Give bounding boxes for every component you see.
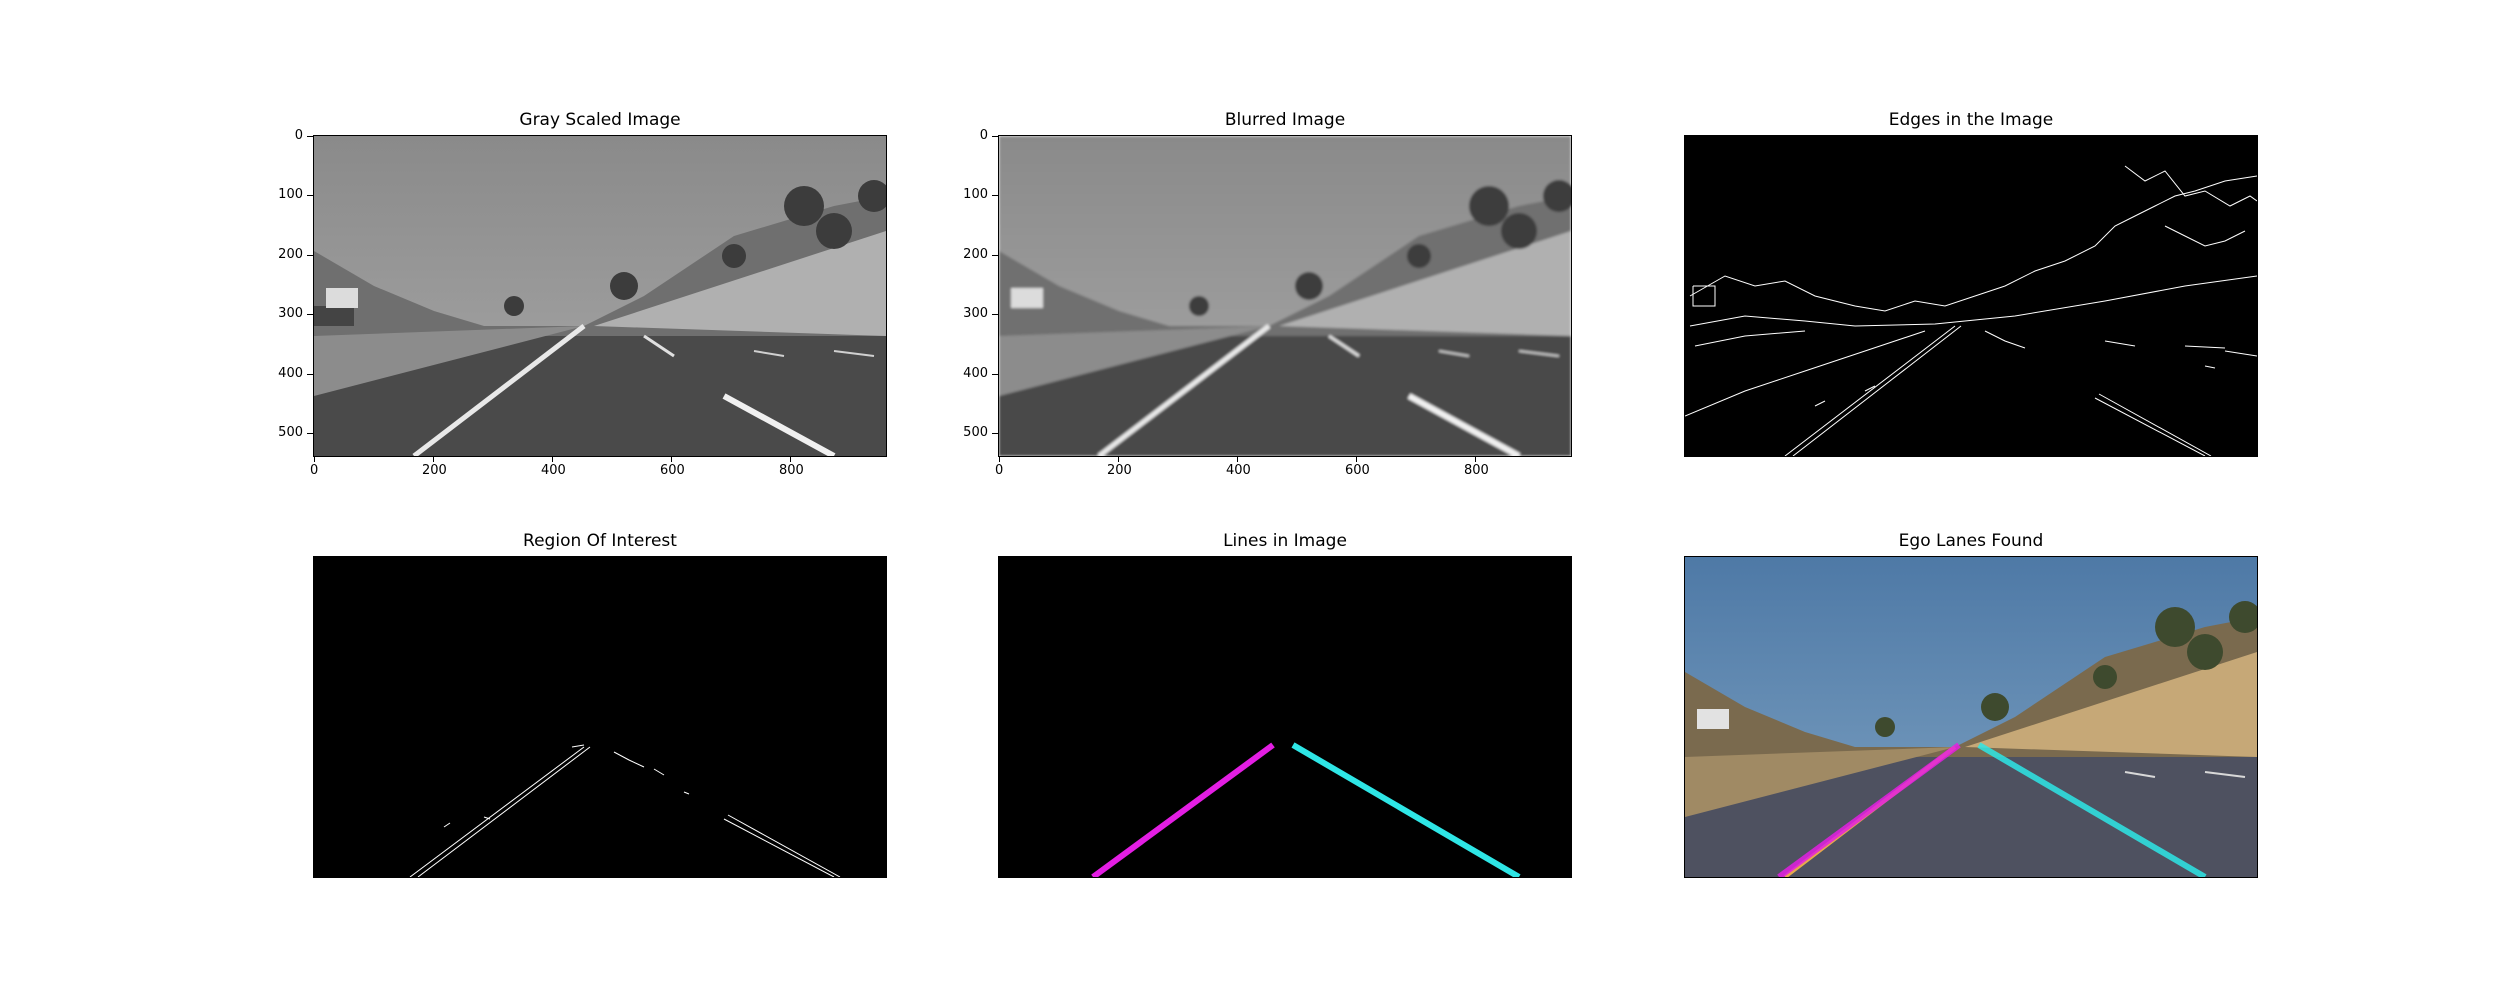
left-lane-overlay <box>1777 742 1961 877</box>
x-tick-label: 800 <box>1464 463 1489 478</box>
lines-image <box>999 557 1571 877</box>
x-tick-label: 0 <box>310 463 319 478</box>
y-tick <box>992 136 998 137</box>
ego-lanes-image <box>1685 557 2257 877</box>
panel-title-blurred: Blurred Image <box>1224 110 1346 130</box>
x-tick <box>671 456 672 462</box>
gray-image <box>314 136 886 456</box>
x-tick-label: 0 <box>995 463 1004 478</box>
y-tick-label: 200 <box>278 247 303 262</box>
x-tick <box>552 456 553 462</box>
y-tick-label: 400 <box>963 366 988 381</box>
right-lane-overlay <box>1977 742 2207 877</box>
y-tick <box>307 314 313 315</box>
x-tick <box>1475 456 1476 462</box>
panel-title-roi: Region Of Interest <box>523 531 677 551</box>
panel-title-ego: Ego Lanes Found <box>1898 531 2044 551</box>
roi-image-panel <box>313 556 887 878</box>
y-tick <box>307 433 313 434</box>
x-tick <box>790 456 791 462</box>
y-tick-label: 300 <box>963 306 988 321</box>
y-tick <box>992 314 998 315</box>
y-tick-label: 400 <box>278 366 303 381</box>
ego-lanes-panel <box>1684 556 2258 878</box>
y-tick-label: 500 <box>963 425 988 440</box>
y-tick-label: 0 <box>979 128 988 143</box>
y-tick-label: 300 <box>278 306 303 321</box>
blurred-image <box>999 136 1571 456</box>
y-tick-label: 100 <box>278 187 303 202</box>
y-tick-label: 100 <box>963 187 988 202</box>
x-tick <box>999 456 1000 462</box>
x-tick <box>1237 456 1238 462</box>
x-tick-label: 200 <box>422 463 447 478</box>
panel-title-lines: Lines in Image <box>1223 531 1347 551</box>
x-tick <box>1118 456 1119 462</box>
y-tick <box>307 195 313 196</box>
x-tick-label: 600 <box>660 463 685 478</box>
right-lane-line <box>1291 742 1521 877</box>
roi-image <box>314 557 886 877</box>
x-tick <box>433 456 434 462</box>
gray-image-panel <box>313 135 887 457</box>
y-tick <box>992 195 998 196</box>
y-tick <box>992 255 998 256</box>
x-tick-label: 400 <box>1226 463 1251 478</box>
y-tick <box>307 255 313 256</box>
y-tick-label: 200 <box>963 247 988 262</box>
lines-image-panel <box>998 556 1572 878</box>
x-tick <box>314 456 315 462</box>
y-tick <box>307 136 313 137</box>
y-tick <box>307 374 313 375</box>
x-tick-label: 800 <box>779 463 804 478</box>
x-tick-label: 600 <box>1345 463 1370 478</box>
x-tick <box>1356 456 1357 462</box>
y-tick <box>992 433 998 434</box>
y-tick <box>992 374 998 375</box>
edges-image <box>1685 136 2257 456</box>
x-tick-label: 400 <box>541 463 566 478</box>
x-tick-label: 200 <box>1107 463 1132 478</box>
y-tick-label: 500 <box>278 425 303 440</box>
left-lane-line <box>1091 742 1275 877</box>
y-tick-label: 0 <box>294 128 303 143</box>
blurred-image-panel <box>998 135 1572 457</box>
panel-title-edges: Edges in the Image <box>1888 110 2054 130</box>
panel-title-gray: Gray Scaled Image <box>519 110 681 130</box>
edges-image-panel <box>1684 135 2258 457</box>
